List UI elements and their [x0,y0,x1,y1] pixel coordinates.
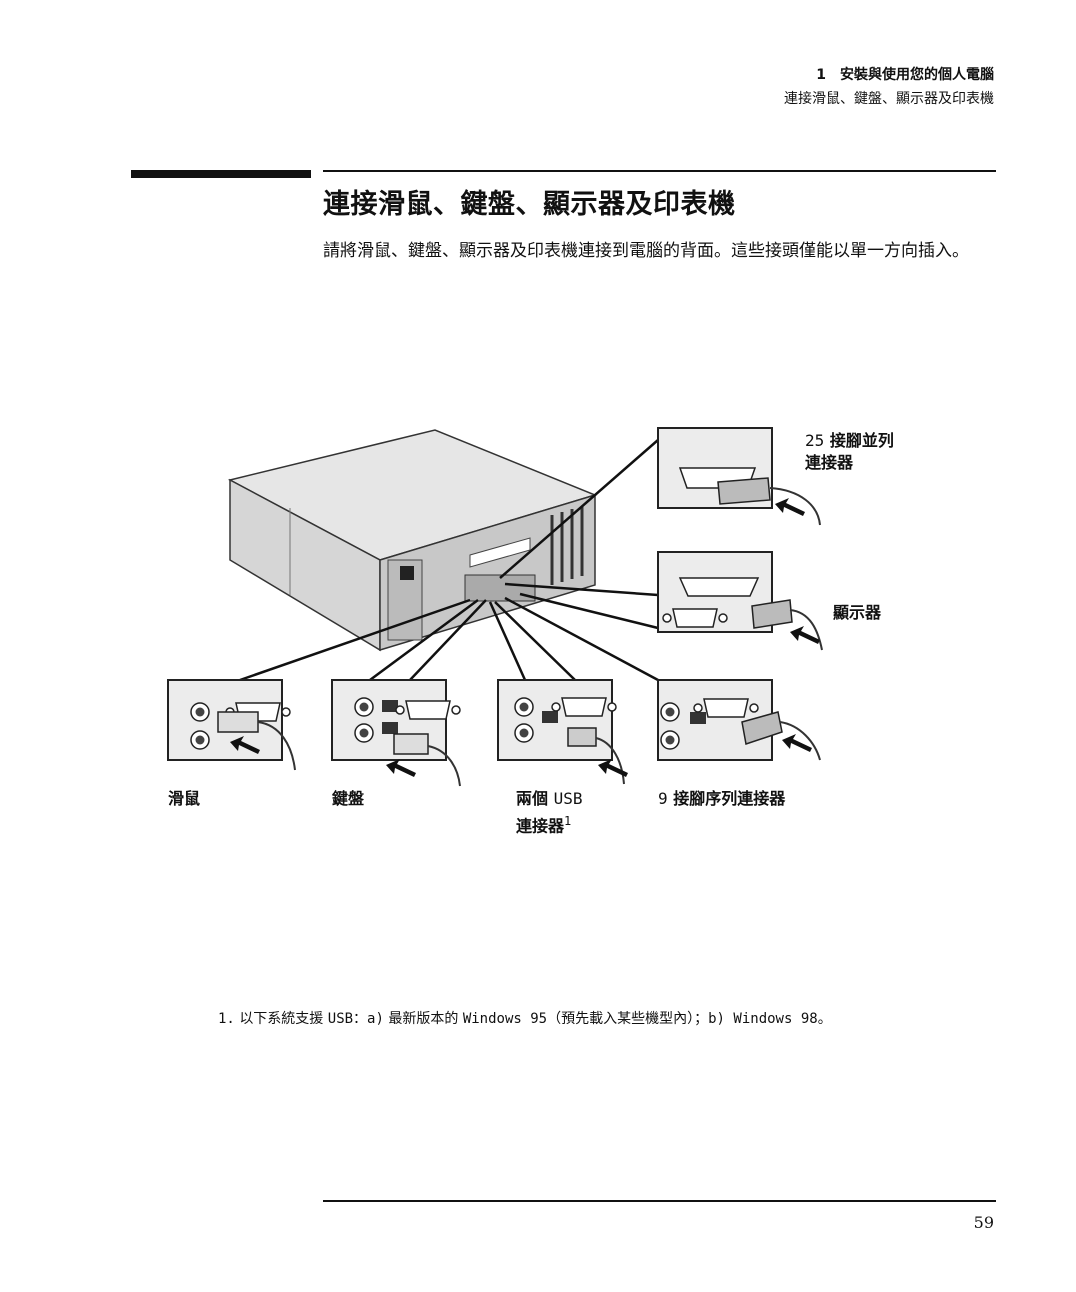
connection-diagram [167,427,823,787]
label-keyboard: 鍵盤 [332,789,365,808]
footnote-usb: USB：a) [327,1011,384,1027]
label-usb-line2: 連接器 [516,816,565,836]
leader-lines [239,439,659,682]
footnote-tail: ）；b) Windows 98。 [687,1011,832,1027]
footnote-part1: 以下系統支援 [239,1011,324,1027]
running-header-section: 連接滑鼠、鍵盤、顯示器及印表機 [784,91,994,107]
inset-mouse-port [167,679,296,771]
footnote-part2: 最新版本的 [388,1011,459,1027]
label-parallel-line1: 接腳並列 [829,431,894,450]
label-serial-text: 接腳序列連接器 [673,789,786,808]
footnote: 1. 以下系統支援 USB：a) 最新版本的 Windows 95（預先載入某些… [218,1008,832,1028]
footnote-part3: 預先載入某些機型內 [561,1011,688,1027]
label-parallel-line2: 連接器 [805,453,854,472]
intro-paragraph: 請將滑鼠、鍵盤、顯示器及印表機連接到電腦的背面。這些接頭僅能以單一方向插入。 [323,241,969,261]
label-parallel-num: 25 [805,431,825,450]
label-serial-num: 9 [658,789,668,808]
label-usb-line1: 兩個 [516,789,549,808]
running-header-chapter: 1 安裝與使用您的個人電腦 [816,67,994,83]
label-usb-connectors: 兩個 USB 連接器1 [516,788,583,837]
footer-rule [323,1200,996,1202]
label-usb-code: USB [553,789,583,808]
inset-usb-port [497,679,628,785]
inset-monitor-port [657,551,823,651]
label-mouse: 滑鼠 [168,789,201,808]
inset-parallel-port [657,427,821,526]
footnote-number: 1. [218,1011,235,1027]
label-serial-connector: 9 接腳序列連接器 [658,788,785,810]
section-rule-thick [131,170,311,178]
computer-illustration [227,429,598,652]
label-parallel-connector: 25 接腳並列 連接器 [805,430,894,474]
inset-serial-port [657,679,821,761]
page-number: 59 [973,1213,994,1232]
section-rule-thin [323,170,996,172]
inset-keyboard-port [331,679,461,787]
footnote-win95: Windows 95（ [462,1011,562,1027]
footnote-ref: 1 [564,814,572,828]
label-monitor: 顯示器 [833,603,882,622]
section-title: 連接滑鼠、鍵盤、顯示器及印表機 [323,189,736,220]
